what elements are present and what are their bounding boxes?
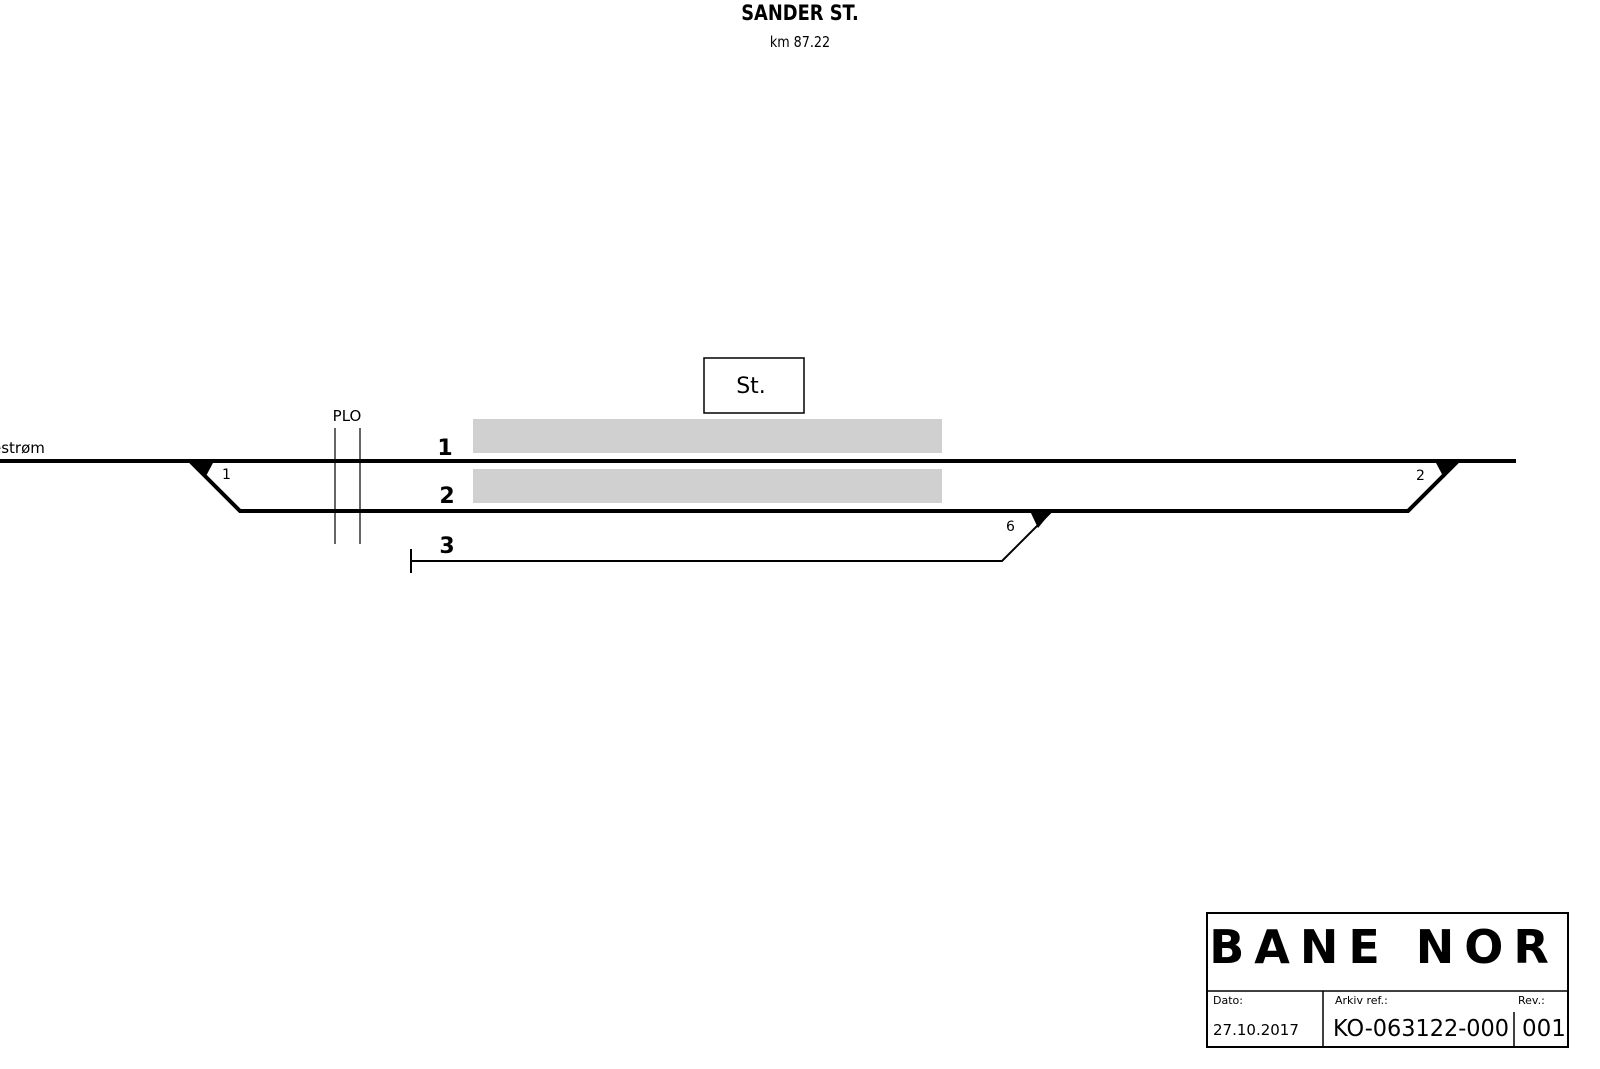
rev-label: Rev.: (1518, 994, 1545, 1007)
track-2-number: 2 (439, 484, 454, 509)
track-1-number: 1 (437, 436, 452, 461)
switch-6-marker (1030, 511, 1052, 528)
switch-1-marker (190, 461, 214, 478)
track-3-number: 3 (439, 534, 454, 559)
station-building-label: St. (736, 374, 766, 399)
switch-1-label: 1 (222, 467, 231, 483)
archive-label: Arkiv ref.: (1335, 994, 1388, 1007)
switch-2-label: 2 (1416, 468, 1425, 484)
platform-track-2 (473, 469, 942, 503)
rev-value: 001 (1522, 1016, 1566, 1042)
track-3 (411, 510, 1053, 562)
station-title: SANDER ST. (741, 1, 859, 26)
platform-track-1 (473, 419, 942, 453)
archive-ref: KO-063122-000 (1333, 1016, 1509, 1042)
title-block: BANE NOR Dato: 27.10.2017 Arkiv ref.: KO… (1206, 912, 1569, 1048)
switch-2-marker (1435, 461, 1458, 478)
station-building (703, 357, 805, 414)
date-value: 27.10.2017 (1213, 1021, 1299, 1039)
date-label: Dato: (1213, 994, 1243, 1007)
switch-6-label: 6 (1006, 519, 1015, 535)
direction-label: estrøm (0, 439, 45, 457)
track-2 (188, 459, 1460, 513)
station-km: km 87.22 (770, 34, 830, 51)
crossing-label: PLO (333, 407, 362, 425)
bane-nor-logo: BANE NOR (1209, 920, 1559, 974)
